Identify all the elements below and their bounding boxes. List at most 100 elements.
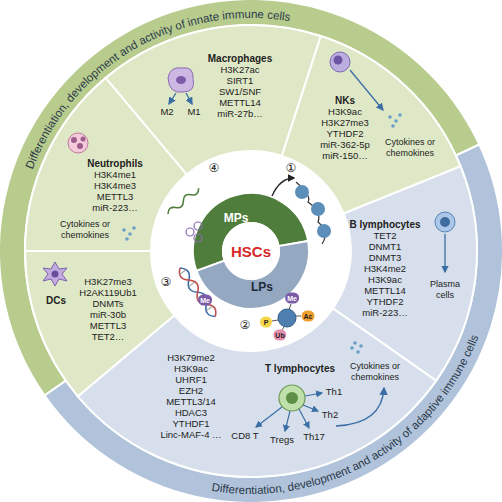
- callout-number: ②: [240, 319, 251, 331]
- nucleosome: [295, 185, 309, 199]
- neutrophil-icon: [68, 133, 88, 153]
- arrow: [303, 405, 318, 411]
- nucleosome-string: [272, 178, 331, 244]
- rung: [206, 306, 212, 311]
- nucleus-lobe: [81, 137, 86, 142]
- nucleus-lobe: [77, 143, 83, 149]
- marker-item: miR-150…: [322, 150, 367, 161]
- marker-item: H3K4me1: [94, 169, 136, 180]
- marker-item: EZH2: [179, 385, 203, 396]
- dot: [388, 115, 392, 119]
- outline: [25, 251, 174, 396]
- dot: [353, 341, 357, 345]
- marker-item: YTHDF2: [367, 296, 404, 307]
- cell-title: LPs: [251, 282, 273, 293]
- marker-item: DNMTs: [92, 298, 123, 309]
- cytokine-dots: [350, 341, 363, 354]
- rung: [189, 282, 195, 287]
- cell-title: HSCs: [231, 246, 271, 257]
- callout-number: ①: [286, 162, 297, 174]
- nucleus: [286, 392, 298, 404]
- marker-item: METTL14: [364, 285, 406, 296]
- outline: [78, 308, 436, 477]
- dc-icon: [43, 262, 67, 286]
- dna-helix: [176, 265, 219, 319]
- marker-item: SIRT1: [227, 75, 254, 86]
- outline: [193, 193, 308, 271]
- cell-title: NKs: [335, 95, 355, 106]
- nucleosome: [278, 309, 296, 327]
- rna-strand: [166, 186, 200, 216]
- outline: [333, 166, 477, 380]
- curved-arrow: [336, 388, 384, 426]
- macrophage-icon: [168, 68, 194, 104]
- cell-body: [330, 52, 350, 72]
- ring-caption: Differentiation, development and activit…: [23, 8, 291, 170]
- cell-body: [68, 133, 88, 153]
- t-cell-icon: [256, 385, 384, 431]
- marker-item: TET2: [373, 230, 396, 241]
- marker-item: H3K4me2: [364, 263, 406, 274]
- dot: [122, 228, 126, 232]
- center-disc: [151, 151, 351, 351]
- cell-title: DCs: [46, 295, 66, 306]
- trna-cloverleaf: [186, 222, 202, 242]
- subset-label: CD8 T: [231, 431, 258, 441]
- dot: [356, 350, 360, 354]
- rung: [180, 270, 186, 275]
- arrow: [285, 411, 290, 431]
- modification-mark: Me: [285, 293, 299, 304]
- dot: [132, 226, 136, 230]
- cell-body: [168, 68, 194, 93]
- nucleus: [52, 271, 59, 278]
- marker-item: H2AK119Ub1: [79, 287, 136, 298]
- outline: [223, 223, 279, 279]
- outline: [106, 25, 321, 174]
- cell-title: T lymphocytes: [265, 363, 335, 374]
- nucleus: [176, 76, 186, 84]
- modified-nucleosome: [272, 304, 301, 330]
- helix-strand: [176, 265, 219, 319]
- dot: [125, 237, 129, 241]
- arrow: [186, 93, 192, 104]
- cell-title: MPs: [224, 213, 249, 224]
- subset-label: Tregs: [270, 435, 294, 445]
- marker-item: H3K27me3: [321, 117, 369, 128]
- outline: [45, 145, 502, 502]
- dna-strand: [296, 182, 325, 244]
- arrow: [169, 93, 176, 104]
- note-text: Plasma cells: [425, 279, 465, 301]
- subset-label: Th1: [326, 387, 342, 397]
- marker-item: H3K9ac: [174, 363, 208, 374]
- subset-label: Th2: [322, 410, 338, 420]
- outline: [197, 241, 310, 309]
- marker-item: H3K27me3: [84, 276, 132, 287]
- marker-item: miR-27b…: [217, 108, 262, 119]
- marker-item: H3K79me2: [167, 352, 215, 363]
- dot: [359, 344, 363, 348]
- marker-item: TET2…: [92, 331, 125, 342]
- dot: [350, 346, 354, 350]
- text-path: [60, 160, 495, 494]
- marker-item: miR-362-5p: [320, 139, 370, 150]
- note-text: Cytokines or chemokines: [344, 361, 406, 383]
- nucleus: [440, 217, 450, 227]
- arrow: [305, 393, 322, 396]
- marker-item: H3K9ac: [368, 274, 402, 285]
- marker-item: METTL3: [90, 320, 126, 331]
- ring-caption: Differentiation, development and activit…: [211, 333, 480, 496]
- cell-title: Macrophages: [208, 53, 272, 64]
- marker-item: UHRF1: [175, 374, 207, 385]
- cell-title: B lymphocytes: [349, 219, 420, 230]
- outline: [282, 36, 461, 213]
